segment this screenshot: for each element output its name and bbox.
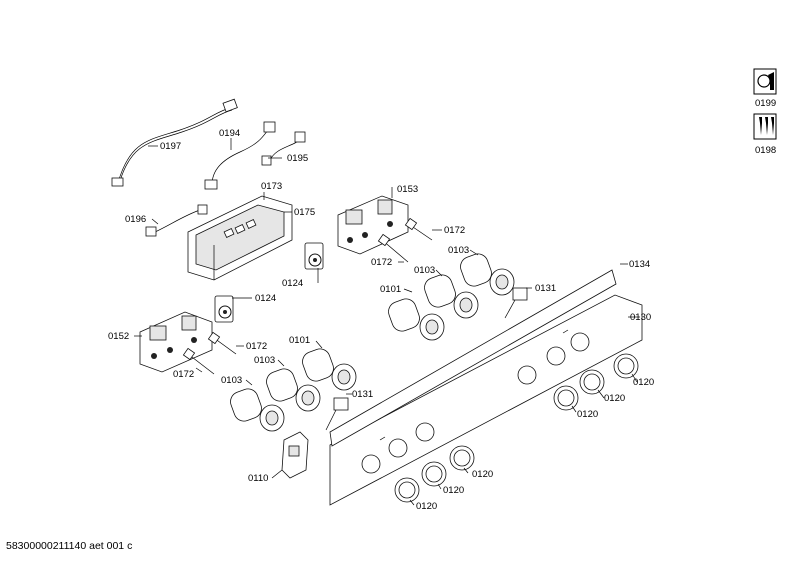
label-0131-b: 0131: [352, 389, 373, 400]
label-0103-c: 0103: [254, 355, 275, 366]
label-0103-a: 0103: [448, 245, 469, 256]
wire-harness-0197[interactable]: [111, 98, 238, 187]
label-0120-b: 0120: [604, 393, 625, 404]
label-0124-a: 0124: [282, 278, 303, 289]
label-0124-b: 0124: [255, 293, 276, 304]
bezel-0120-a[interactable]: [613, 353, 639, 379]
switch-block-0153[interactable]: [337, 195, 409, 255]
label-0172-a: 0172: [444, 225, 465, 236]
wire-harness-0196[interactable]: [145, 204, 208, 237]
wire-harness-0195[interactable]: [261, 131, 306, 166]
spindle-0172-lower-a[interactable]: [207, 331, 237, 355]
label-0175: 0175: [294, 207, 315, 218]
label-0103-d: 0103: [221, 375, 242, 386]
label-0101-b: 0101: [289, 335, 310, 346]
sensor-0124-lower[interactable]: [214, 295, 234, 323]
sensor-0124-upper[interactable]: [304, 242, 324, 270]
wrench-icon[interactable]: [753, 68, 777, 95]
label-0110: 0110: [248, 473, 268, 484]
label-0196: 0196: [125, 214, 146, 225]
service-code: 0199: [755, 98, 776, 109]
control-panel-0130[interactable]: [329, 269, 643, 506]
label-0172-d: 0172: [173, 369, 194, 380]
document-number: 58300000211140 aet 001 c: [6, 540, 133, 552]
label-0134: 0134: [629, 259, 650, 270]
leader-lines: [134, 138, 640, 506]
label-0120-d: 0120: [472, 469, 493, 480]
gas-tap-0101-upper[interactable]: [386, 296, 445, 341]
label-0120-c: 0120: [577, 409, 598, 420]
label-0101-a: 0101: [380, 284, 401, 295]
label-0131-a: 0131: [535, 283, 556, 294]
label-0172-b: 0172: [371, 257, 392, 268]
ignition-module-0110[interactable]: [281, 431, 309, 479]
thermocouple-0131-upper[interactable]: [504, 287, 528, 319]
label-0103-b: 0103: [414, 265, 435, 276]
spindle-0172-upper-b[interactable]: [377, 233, 409, 263]
tools-code: 0198: [755, 145, 776, 156]
bezel-0120-e[interactable]: [421, 461, 447, 487]
label-0120-f: 0120: [416, 501, 437, 512]
label-0153: 0153: [397, 184, 418, 195]
thermocouple-0131-lower[interactable]: [325, 397, 349, 431]
bezel-0120-c[interactable]: [553, 385, 579, 411]
label-0130: 0130: [630, 312, 651, 323]
label-0172-c: 0172: [246, 341, 267, 352]
spindle-0172-lower-b[interactable]: [182, 347, 215, 375]
wire-harness-0194[interactable]: [204, 121, 276, 190]
bezel-0120-d[interactable]: [449, 445, 475, 471]
label-0152: 0152: [108, 331, 129, 342]
label-0173: 0173: [261, 181, 282, 192]
label-0194: 0194: [219, 128, 240, 139]
switch-block-0152[interactable]: [139, 311, 213, 373]
label-0195: 0195: [287, 153, 308, 164]
control-module-0173[interactable]: [187, 195, 293, 281]
gas-tap-0103-lower-a[interactable]: [264, 366, 321, 412]
bezel-0120-f[interactable]: [394, 477, 420, 503]
label-0197: 0197: [160, 141, 181, 152]
gas-tap-0103-upper-b[interactable]: [422, 272, 479, 319]
gas-tap-0103-upper-a[interactable]: [458, 251, 515, 296]
spindle-0172-upper-a[interactable]: [404, 217, 433, 241]
label-0120-a: 0120: [633, 377, 654, 388]
gas-tap-0101-lower[interactable]: [300, 346, 357, 391]
gas-tap-0103-lower-b[interactable]: [228, 386, 285, 432]
label-0120-e: 0120: [443, 485, 464, 496]
bezel-0120-b[interactable]: [579, 369, 605, 395]
screws-icon[interactable]: [753, 113, 777, 140]
